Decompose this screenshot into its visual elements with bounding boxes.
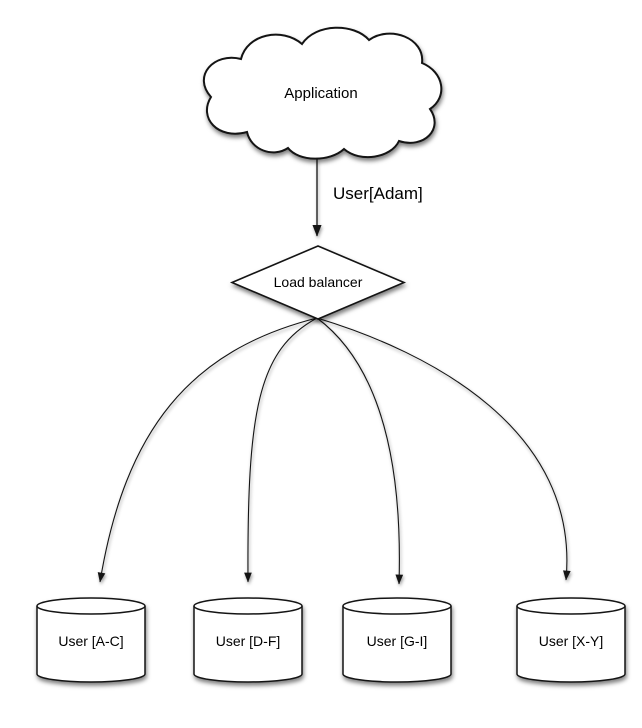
node-shard-a-c-label: User [A-C] — [58, 633, 123, 649]
edge-group: User[Adam] — [97, 159, 571, 585]
node-shard-a-c: User [A-C] — [36, 597, 146, 683]
database-cylinder-top — [342, 597, 452, 615]
diamond-icon — [229, 245, 407, 320]
edge-balancer-to-shard-g-i-line — [316, 317, 404, 585]
cloud-icon — [202, 26, 443, 160]
database-cylinder-top — [193, 597, 303, 615]
database-cylinder-top — [516, 597, 626, 615]
database-cylinder-icon — [36, 606, 146, 683]
edge-balancer-to-shard-a-c-line — [97, 317, 318, 583]
database-cylinder-top — [36, 597, 146, 615]
node-load-balancer: Load balancer — [229, 245, 407, 320]
node-shard-x-y: User [X-Y] — [516, 597, 626, 683]
node-application: Application — [202, 26, 443, 160]
database-cylinder-icon — [516, 606, 626, 683]
database-cylinder-icon — [193, 606, 303, 683]
edge-balancer-to-shard-d-f-line — [244, 317, 318, 583]
node-application-label: Application — [284, 85, 357, 102]
node-shard-x-y-label: User [X-Y] — [539, 633, 604, 649]
edge-balancer-to-shard-x-y — [316, 317, 571, 581]
node-load-balancer-label: Load balancer — [274, 274, 363, 290]
node-shard-g-i-label: User [G-I] — [367, 633, 428, 649]
edge-balancer-to-shard-a-c — [97, 317, 318, 583]
edge-balancer-to-shard-d-f — [244, 317, 318, 583]
node-shard-g-i: User [G-I] — [342, 597, 452, 683]
node-shard-d-f-label: User [D-F] — [216, 633, 281, 649]
database-cylinder-icon — [342, 606, 452, 683]
edge-balancer-to-shard-x-y-line — [316, 317, 571, 581]
edge-app-to-balancer-label: User[Adam] — [333, 184, 423, 203]
node-shard-d-f: User [D-F] — [193, 597, 303, 683]
edge-balancer-to-shard-g-i — [316, 317, 404, 585]
